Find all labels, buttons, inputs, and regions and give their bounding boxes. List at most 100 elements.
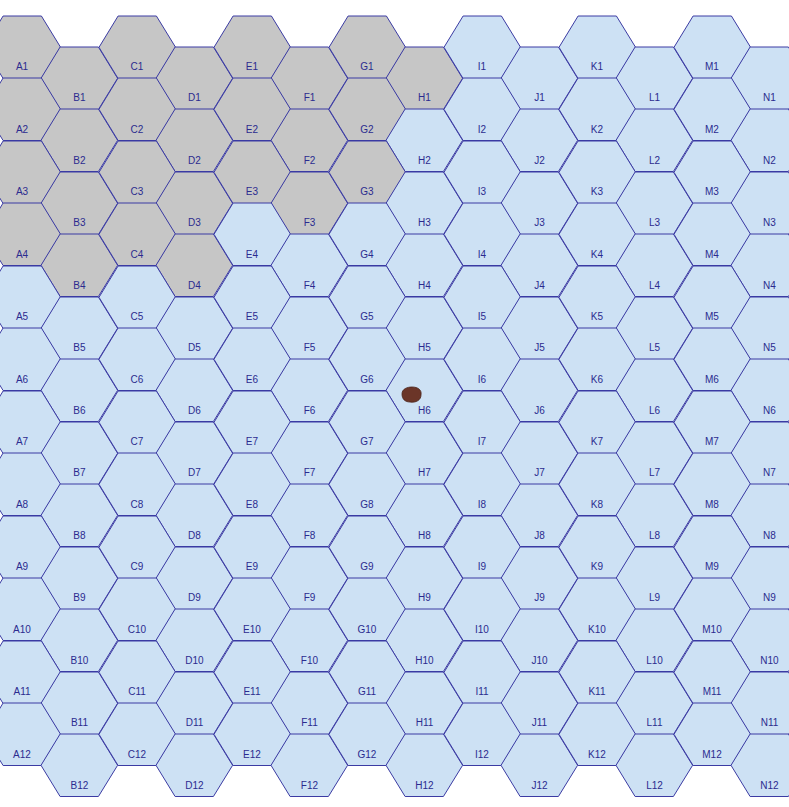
hex-label: H4: [385, 280, 464, 292]
hex-label: D3: [155, 217, 234, 229]
hex-label: A11: [0, 686, 61, 698]
hex-label: C1: [98, 61, 177, 73]
hex-label: B12: [40, 780, 119, 792]
hex-label: F10: [270, 655, 349, 667]
hex-cell: E8: [213, 452, 292, 517]
hex-cell: G12: [328, 702, 407, 767]
hex-label: H7: [385, 467, 464, 479]
hex-cell: E9: [213, 515, 292, 580]
hex-label: L2: [615, 155, 694, 167]
hex-label: I1: [443, 61, 522, 73]
hex-label: J10: [500, 655, 579, 667]
hex-cell: N4: [730, 233, 789, 298]
hex-label: I3: [443, 186, 522, 198]
hex-label: E12: [213, 749, 292, 761]
hex-label: B7: [40, 467, 119, 479]
hex-label: D9: [155, 592, 234, 604]
hex-label: B11: [40, 717, 119, 729]
hex-label: N7: [730, 467, 789, 479]
hex-label: F8: [270, 530, 349, 542]
hex-label: J5: [500, 342, 579, 354]
hex-label: N4: [730, 280, 789, 292]
hex-label: M9: [673, 561, 752, 573]
hex-label: L5: [615, 342, 694, 354]
hex-cell: E10: [213, 577, 292, 642]
hex-cell: I10: [443, 577, 522, 642]
hex-cell: A6: [0, 327, 61, 392]
hex-cell: A4: [0, 202, 61, 267]
hex-cell: I9: [443, 515, 522, 580]
hex-label: M5: [673, 311, 752, 323]
hex-cell: G2: [328, 77, 407, 142]
hex-cell: M2: [673, 77, 752, 142]
hex-cell: C8: [98, 452, 177, 517]
hex-cell: I5: [443, 265, 522, 330]
hex-cell: C9: [98, 515, 177, 580]
hex-cell: M6: [673, 327, 752, 392]
hex-label: G2: [328, 124, 407, 136]
hex-label: C11: [98, 686, 177, 698]
hex-cell: I11: [443, 640, 522, 705]
hex-label: E3: [213, 186, 292, 198]
hex-label: J4: [500, 280, 579, 292]
hex-label: A10: [0, 624, 61, 636]
hex-label: M4: [673, 249, 752, 261]
hex-label: B2: [40, 155, 119, 167]
hex-cell: C5: [98, 265, 177, 330]
hex-cell: I4: [443, 202, 522, 267]
hex-label: H11: [385, 717, 464, 729]
hex-label: G6: [328, 374, 407, 386]
hex-label: G4: [328, 249, 407, 261]
hex-label: G1: [328, 61, 407, 73]
hex-label: N1: [730, 92, 789, 104]
hex-label: J1: [500, 92, 579, 104]
hex-cell: E3: [213, 140, 292, 205]
hex-label: D2: [155, 155, 234, 167]
hex-label: B1: [40, 92, 119, 104]
hex-cell: A12: [0, 702, 61, 767]
hex-cell: C10: [98, 577, 177, 642]
hex-label: J2: [500, 155, 579, 167]
hex-label: E2: [213, 124, 292, 136]
hex-cell: C7: [98, 390, 177, 455]
hex-cell: K6: [558, 327, 637, 392]
hex-label: M12: [673, 749, 752, 761]
hex-cell: G10: [328, 577, 407, 642]
hex-cell: N7: [730, 421, 789, 486]
hex-label: F11: [270, 717, 349, 729]
hex-label: K1: [558, 61, 637, 73]
hex-label: L3: [615, 217, 694, 229]
hex-cell: K9: [558, 515, 637, 580]
hex-label: J7: [500, 467, 579, 479]
hex-label: J6: [500, 405, 579, 417]
hex-label: I6: [443, 374, 522, 386]
hex-label: C6: [98, 374, 177, 386]
hex-label: A2: [0, 124, 61, 136]
hex-label: L1: [615, 92, 694, 104]
hex-label: M11: [673, 686, 752, 698]
hex-cell: K5: [558, 265, 637, 330]
hex-label: B4: [40, 280, 119, 292]
hex-label: C3: [98, 186, 177, 198]
hex-label: A4: [0, 249, 61, 261]
hex-label: K10: [558, 624, 637, 636]
hex-label: E8: [213, 499, 292, 511]
hex-cell: I2: [443, 77, 522, 142]
hex-cell: K4: [558, 202, 637, 267]
hex-label: F4: [270, 280, 349, 292]
hex-label: H3: [385, 217, 464, 229]
hex-cell: A8: [0, 452, 61, 517]
hex-label: N5: [730, 342, 789, 354]
hex-cell: G1: [328, 15, 407, 80]
hex-label: E4: [213, 249, 292, 261]
hex-label: H2: [385, 155, 464, 167]
hex-label: D5: [155, 342, 234, 354]
hex-cell: I3: [443, 140, 522, 205]
hex-label: K12: [558, 749, 637, 761]
hex-cell: E2: [213, 77, 292, 142]
hex-label: L9: [615, 592, 694, 604]
hex-cell: M3: [673, 140, 752, 205]
hex-label: L12: [615, 780, 694, 792]
hex-label: C2: [98, 124, 177, 136]
